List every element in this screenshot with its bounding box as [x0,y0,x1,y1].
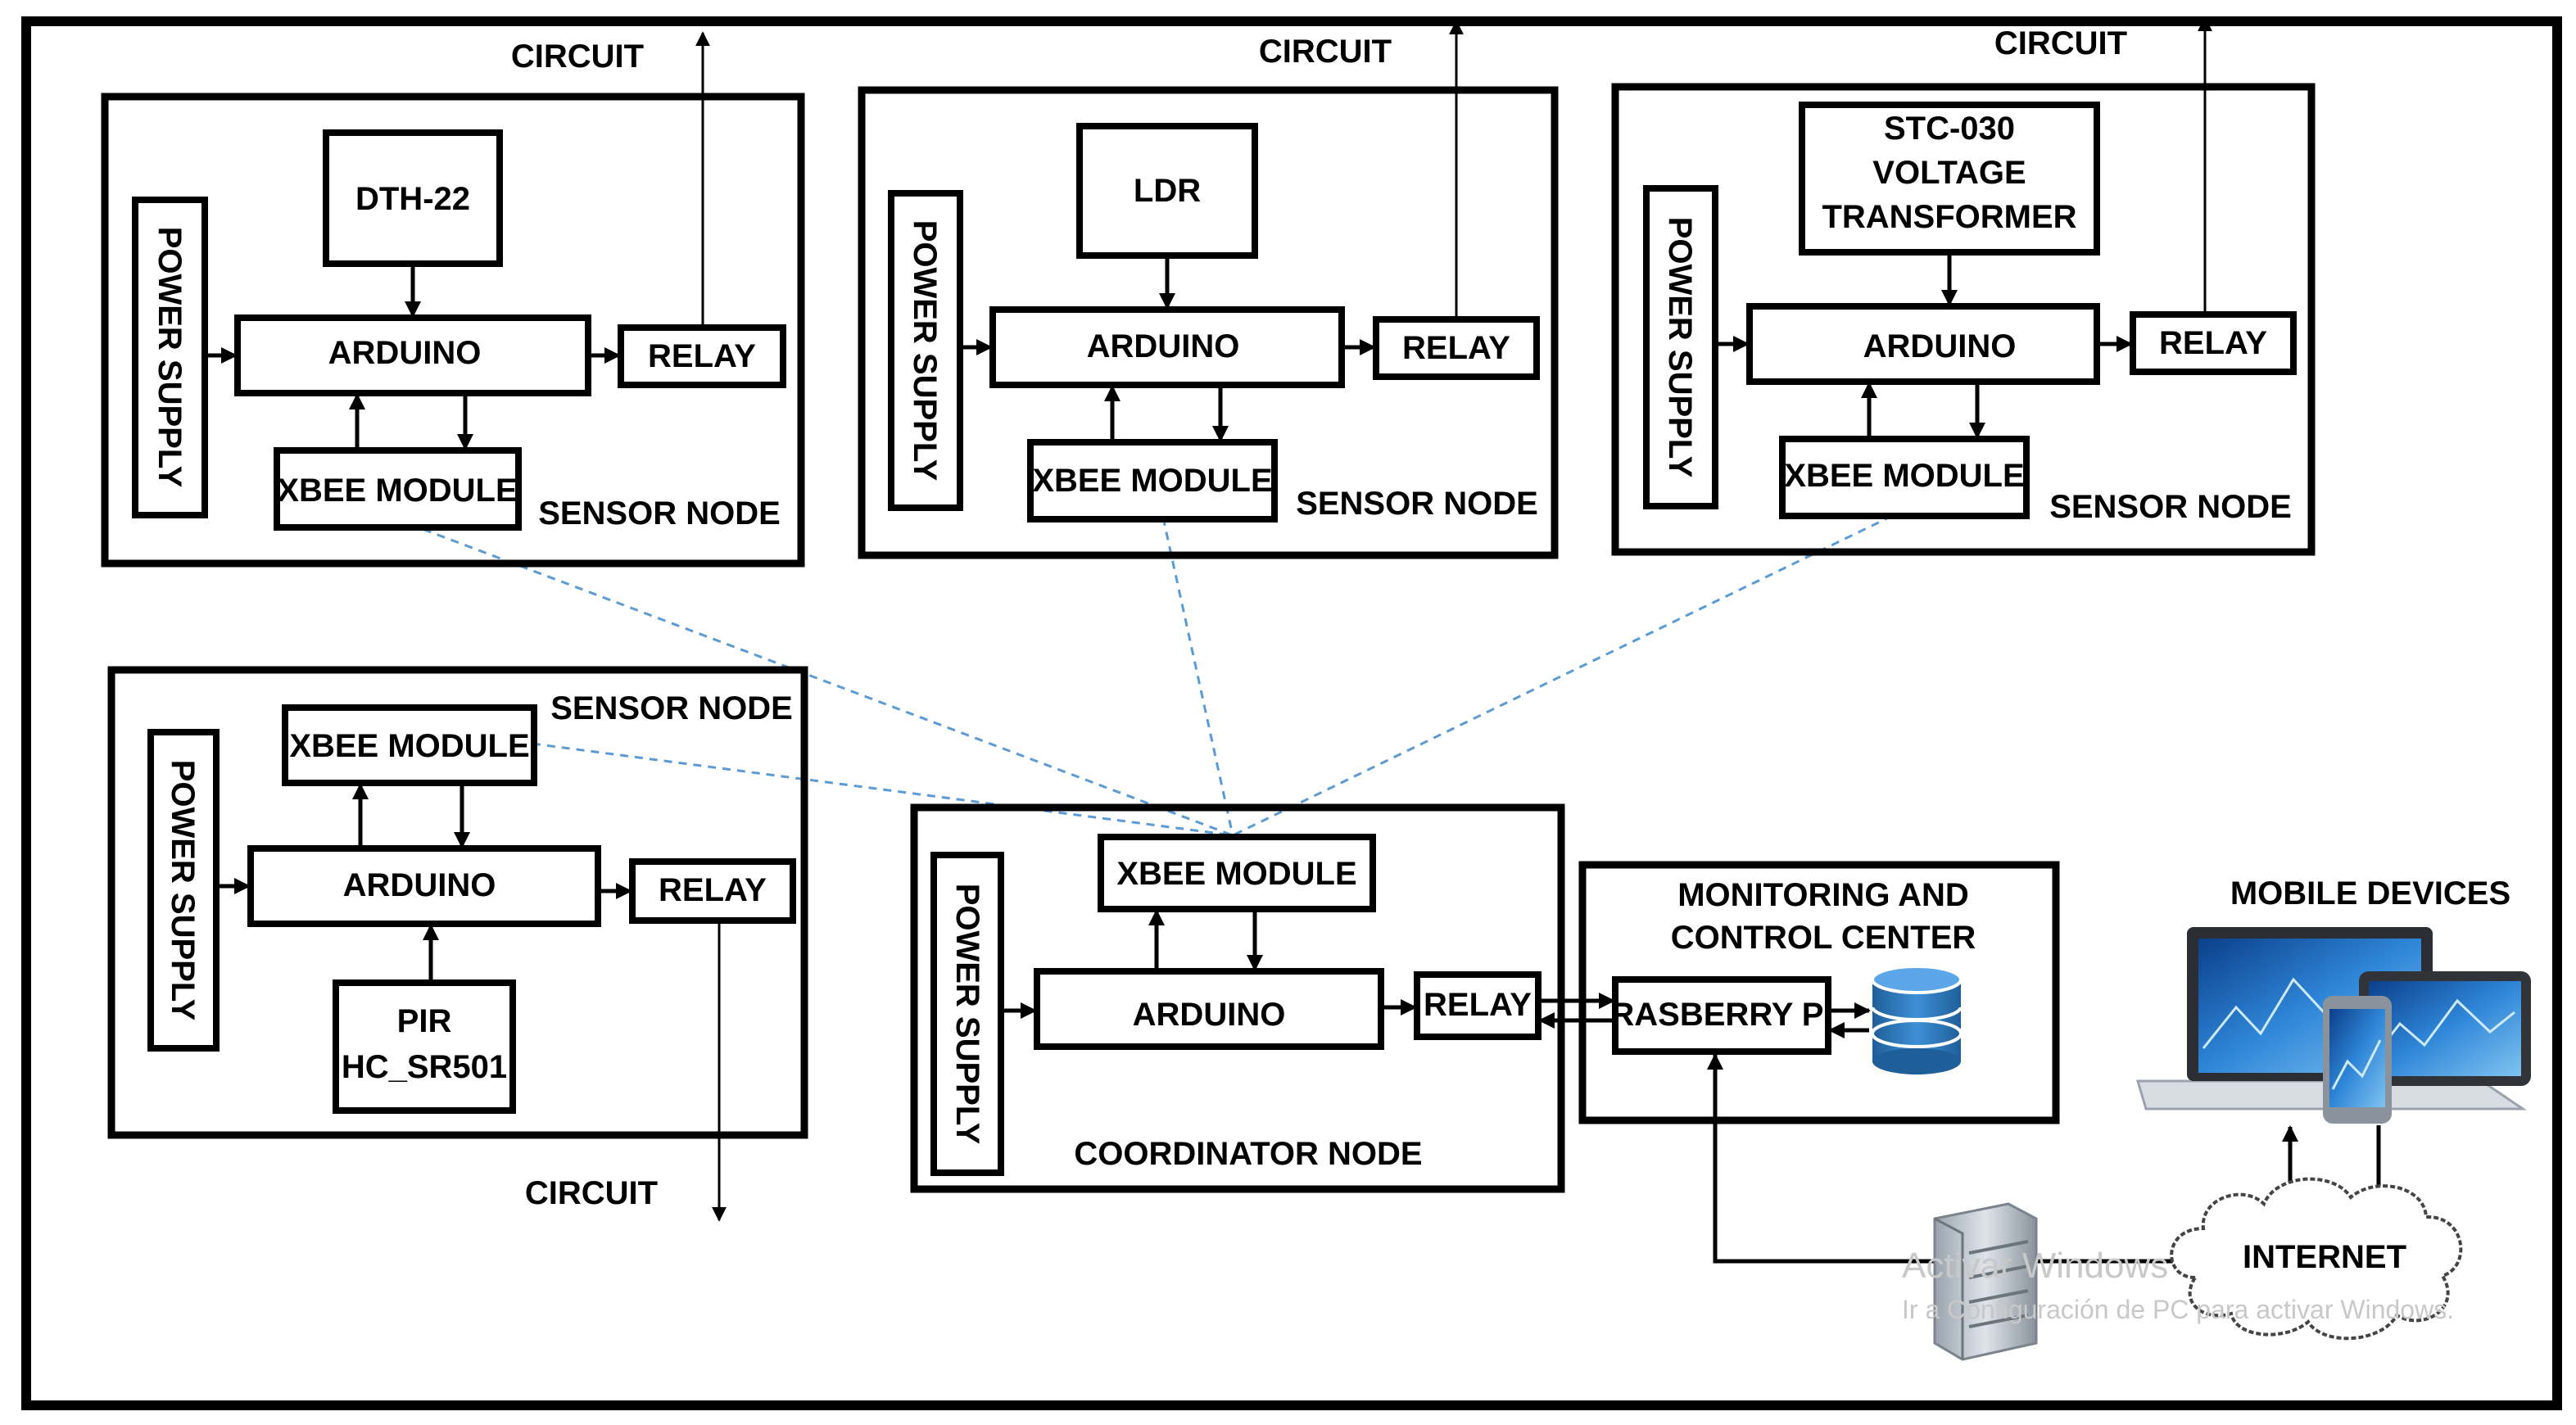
wireless-link-node1 [409,522,1234,837]
circuit-label-4: CIRCUIT [525,1175,658,1211]
circuit-label-1: CIRCUIT [511,38,644,75]
relay-coordinator [1414,971,1542,1040]
monitoring-control-center: MONITORING AND CONTROL CENTER RASBERRY P… [1538,861,2060,1124]
sensor-stc030 [1799,102,2100,256]
arduino-label-4: ARDUINO [343,867,496,903]
sensor-node-2: CIRCUIT POWER SUPPLY LDR ARDUINO RELAY X… [858,20,1559,559]
laptop-tablet-phone-icon [2135,927,2531,1124]
circuit-label-3: CIRCUIT [1994,25,2127,61]
cloud-icon [2170,1177,2463,1341]
relay-4 [629,858,796,924]
power-supply-2 [888,190,963,511]
sensor-node-3-frame [1611,83,2316,556]
xbee-4 [282,704,537,786]
sensor-node-4-frame [107,666,808,1139]
sensor-node-4: SENSOR NODE POWER SUPPLY XBEE MODULE ARD… [107,666,808,1222]
power-supply-4 [147,729,220,1052]
relay-label-3: RELAY [2159,325,2267,361]
power-supply-label-coordinator: POWER SUPPLY [949,884,985,1145]
wireless-links [409,514,1893,837]
xbee-label-2: XBEE MODULE [1032,463,1272,499]
sensor-ldr [1076,123,1258,259]
sensor-ldr-label: LDR [1134,173,1201,209]
xbee-label-3: XBEE MODULE [1784,458,2024,494]
power-supply-coordinator [930,852,1004,1176]
mobile-devices-title: MOBILE DEVICES [2230,875,2510,912]
sensor-node-3: CIRCUIT POWER SUPPLY STC-030 VOLTAGE TRA… [1611,16,2316,556]
arduino-label-1: ARDUINO [328,335,482,371]
circuit-label-2: CIRCUIT [1259,34,1392,70]
sensor-stc030-line-2: VOLTAGE [1872,155,2026,191]
monitoring-frame [1578,861,2060,1124]
coordinator-node: POWER SUPPLY XBEE MODULE ARDUINO RELAY C… [910,803,1565,1193]
sensor-stc030-line-1: STC-030 [1884,111,2015,147]
arduino-label-coordinator: ARDUINO [1133,997,1286,1033]
sensor-node-1-frame [101,93,805,568]
power-supply-3 [1643,185,1718,509]
internet-label: INTERNET [2243,1239,2406,1275]
raspberry-pi-label: RASBERRY PI [1610,997,1832,1033]
sensor-node-title-1: SENSOR NODE [538,495,781,532]
relay-2 [1373,316,1540,380]
relay-label-4: RELAY [659,872,767,908]
relay-3 [2130,311,2297,375]
sensor-dth22-label: DTH-22 [355,181,470,217]
coordinator-node-frame [910,803,1565,1193]
wireless-link-node4 [532,742,1234,837]
wireless-link-node3 [1232,514,1893,837]
internet-cloud: INTERNET [2170,1177,2463,1341]
arduino-3 [1746,303,2100,385]
mobile-devices: MOBILE DEVICES [2135,875,2531,1212]
database-icon [1871,965,1963,1074]
xbee-coordinator [1098,834,1376,912]
relay-label-1: RELAY [648,338,756,374]
arduino-4 [247,845,601,927]
xbee-label-4: XBEE MODULE [289,728,529,764]
monitoring-title-line-2: CONTROL CENTER [1671,920,1976,956]
xbee-2 [1027,439,1278,522]
arduino-coordinator [1034,968,1384,1050]
sensor-node-1: CIRCUIT POWER SUPPLY DTH-22 ARDUINO RELA… [101,31,805,568]
relay-1 [618,324,786,388]
server-tower-icon [1933,1202,2038,1361]
sensor-pir-line-1: PIR [397,1003,452,1039]
watermark-line-2: Ir a Configuración de PC para activar Wi… [1902,1295,2454,1324]
arduino-2 [989,306,1345,388]
sensor-pir-line-2: HC_SR501 [342,1049,507,1085]
sensor-pir [333,979,516,1114]
xbee-label-1: XBEE MODULE [277,473,517,509]
sensor-node-title-4: SENSOR NODE [550,690,793,726]
power-supply-label-4: POWER SUPPLY [165,760,201,1021]
monitoring-title-line-1: MONITORING AND [1677,877,1969,913]
relay-label-coordinator: RELAY [1424,987,1532,1023]
watermark-line-1: Activar Windows [1902,1246,2168,1286]
arduino-1 [234,314,591,396]
arduino-label-2: ARDUINO [1087,328,1240,364]
outer-frame [21,16,2562,1410]
raspberry-pi [1612,976,1831,1055]
wireless-link-node2 [1161,517,1234,836]
xbee-1 [274,447,522,531]
sensor-stc030-line-3: TRANSFORMER [1822,199,2076,235]
sensor-node-title-2: SENSOR NODE [1296,486,1538,522]
windows-activation-watermark: Activar Windows Ir a Configuración de PC… [1902,1246,2454,1324]
power-supply-label-1: POWER SUPPLY [152,227,188,488]
power-supply-label-3: POWER SUPPLY [1662,217,1698,478]
power-supply-label-2: POWER SUPPLY [907,220,943,482]
sensor-node-title-3: SENSOR NODE [2049,489,2292,525]
coordinator-node-title: COORDINATOR NODE [1074,1136,1422,1172]
sensor-node-2-frame [858,86,1559,559]
relay-label-2: RELAY [1402,330,1510,366]
xbee-label-coordinator: XBEE MODULE [1116,856,1356,892]
xbee-3 [1779,436,2030,519]
arduino-label-3: ARDUINO [1863,328,2017,364]
